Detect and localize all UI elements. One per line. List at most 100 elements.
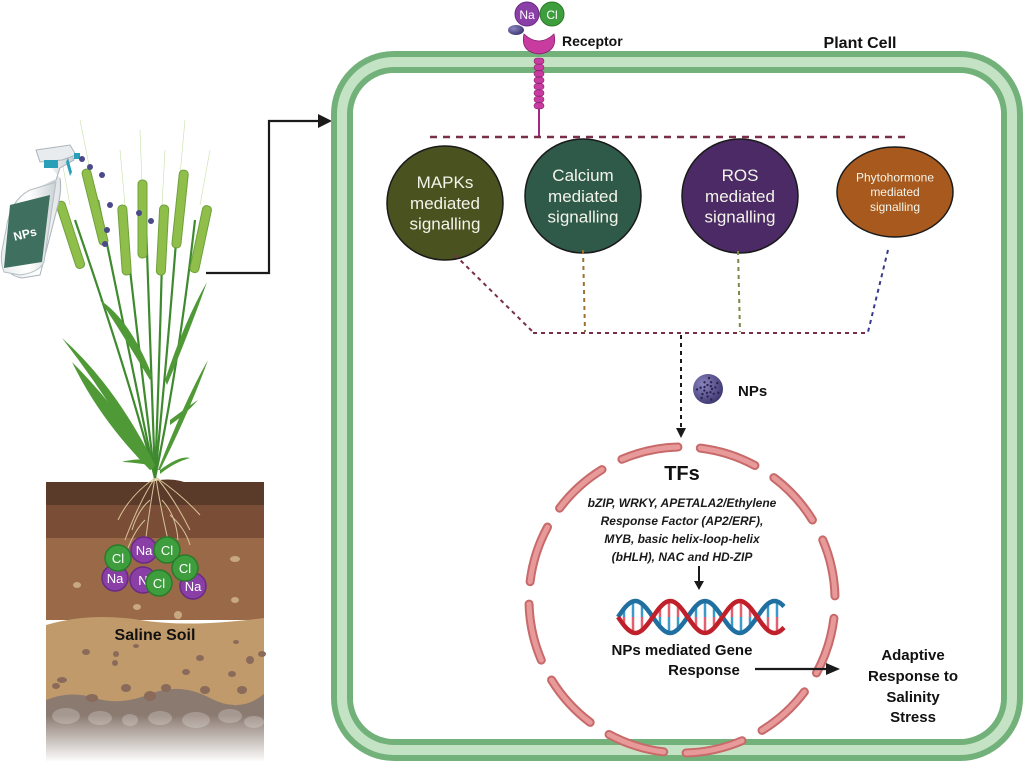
wheat-plant: [55, 119, 212, 479]
receptor-ion-sodium-label: Na: [519, 8, 535, 22]
receptor-segment: [533, 64, 545, 71]
ion-symbol: Na: [107, 571, 124, 586]
plant-cell: [331, 51, 1023, 761]
pathway-label-line: signalling: [548, 208, 619, 227]
wheat-awns: [59, 119, 211, 206]
tf-to-dna-arrowhead: [694, 581, 704, 590]
pathway-label-line: mediated: [548, 187, 618, 206]
receptor-segment: [533, 76, 545, 84]
pathway-ros: ROS mediated signalling: [681, 138, 799, 254]
ion-chloride: Cl: [153, 536, 181, 564]
receptor-segment: [533, 70, 545, 78]
pathway-circle: [836, 146, 954, 238]
outcome-line: Salinity: [886, 689, 940, 706]
pathway-label-line: Phytohormone: [856, 171, 934, 185]
tf-line: (bHLH), NAC and HD-ZIP: [612, 550, 754, 564]
outcome-line: Adaptive: [881, 647, 944, 664]
pathway-label-line: mediated: [410, 194, 480, 213]
pathway-label-line: signalling: [410, 215, 481, 234]
tfs-title: TFs: [664, 463, 700, 485]
pathway-mapk: MAPKs mediated signalling: [386, 145, 504, 261]
ion-symbol: N: [138, 573, 147, 588]
ion-symbol: Na: [185, 579, 202, 594]
cell-interior: [353, 73, 1001, 739]
ion-chloride: Cl: [171, 554, 199, 582]
pathway-label-line: signalling: [705, 208, 776, 227]
soil-layer-2: [46, 505, 264, 540]
wheat-ears: [55, 119, 212, 276]
gene-response-line-2: Response: [668, 662, 740, 679]
bottle-nozzle: [74, 153, 80, 159]
receptor-segment: [533, 89, 545, 97]
dna-helix: [616, 598, 786, 636]
bottle-nozzle-collar: [44, 160, 58, 168]
soil-fade: [46, 715, 264, 762]
soil-pebbles: [52, 640, 266, 702]
tf-list: bZIP, WRKY, APETALA2/Ethylene Response F…: [588, 496, 777, 564]
pathway-label-line: mediated: [705, 187, 775, 206]
pathway-circle: [681, 138, 799, 254]
ion-symbol: Cl: [112, 551, 124, 566]
ion-symbol: Cl: [161, 543, 173, 558]
receptor-segment: [533, 102, 545, 110]
ion-sodium: Na: [101, 564, 129, 592]
ion-chloride: Cl: [104, 544, 132, 572]
pathway-label-line: mediated: [870, 185, 919, 199]
receptor-ion-chloride: [539, 1, 565, 27]
np-particle: [693, 374, 723, 404]
receptor-label: Receptor: [562, 33, 623, 49]
cell-wall-inner: [337, 57, 1017, 755]
connector-ros: [737, 250, 741, 333]
np-label: NPs: [738, 383, 767, 400]
spray-particles: [79, 156, 154, 247]
plant-cell-label: Plant Cell: [824, 35, 897, 52]
receptor-segment: [533, 83, 545, 90]
ion-sodium: Na: [130, 536, 158, 564]
tf-line: Response Factor (AP2/ERF),: [601, 514, 764, 528]
pathway-label-line: signalling: [870, 200, 920, 214]
connector-mapk: [454, 254, 534, 333]
receptor-head: [522, 33, 556, 55]
connector-calcium: [582, 249, 586, 333]
receptor: Na Cl: [508, 1, 565, 138]
plant-leaves: [62, 282, 208, 474]
pathway-circle: [386, 145, 504, 261]
gene-response-line-1: NPs mediated Gene: [612, 642, 753, 659]
outcome-line: Response to: [868, 668, 958, 685]
pathway-label-line: ROS: [722, 166, 759, 185]
nucleus: [524, 442, 840, 758]
plant-to-cell-arrow: [206, 114, 332, 275]
bottle-trigger: [66, 158, 72, 176]
receptor-segment: [533, 57, 545, 65]
ion-symbol: Na: [136, 543, 153, 558]
receptor-ion-chloride-label: Cl: [546, 8, 557, 22]
ion-chloride: Cl: [145, 569, 173, 597]
nucleus-arrowhead: [676, 428, 686, 438]
pathway-calcium: Calcium mediated signalling: [524, 138, 642, 254]
bottle-label: [4, 195, 50, 268]
soil-layer-sand: [46, 616, 264, 705]
pathway-label-line: MAPKs: [417, 173, 474, 192]
soil-specks: [73, 556, 240, 619]
soil-block: [46, 479, 266, 762]
outcome-arrowhead: [826, 663, 840, 675]
tf-line: MYB, basic helix-loop-helix: [604, 532, 761, 546]
dna-strand-red: [616, 598, 786, 636]
spray-bottle: NPs: [0, 144, 80, 279]
pathway-label-line: Calcium: [552, 166, 613, 185]
bottle-label-text: NPs: [12, 224, 38, 243]
ion-symbol: Cl: [153, 576, 165, 591]
connector-phytohormone: [867, 249, 889, 333]
receptor-segment: [533, 96, 545, 103]
saline-soil-label: Saline Soil: [115, 627, 196, 644]
pathway-connectors: [454, 249, 889, 428]
outcome-line: Stress: [890, 709, 936, 726]
ion-symbol: Cl: [179, 561, 191, 576]
tf-line: bZIP, WRKY, APETALA2/Ethylene: [588, 496, 777, 510]
receptor-ion-sodium: [514, 1, 540, 27]
receptor-np-particle: [508, 25, 524, 35]
adaptive-response-label: Adaptive Response to Salinity Stress: [868, 647, 958, 726]
